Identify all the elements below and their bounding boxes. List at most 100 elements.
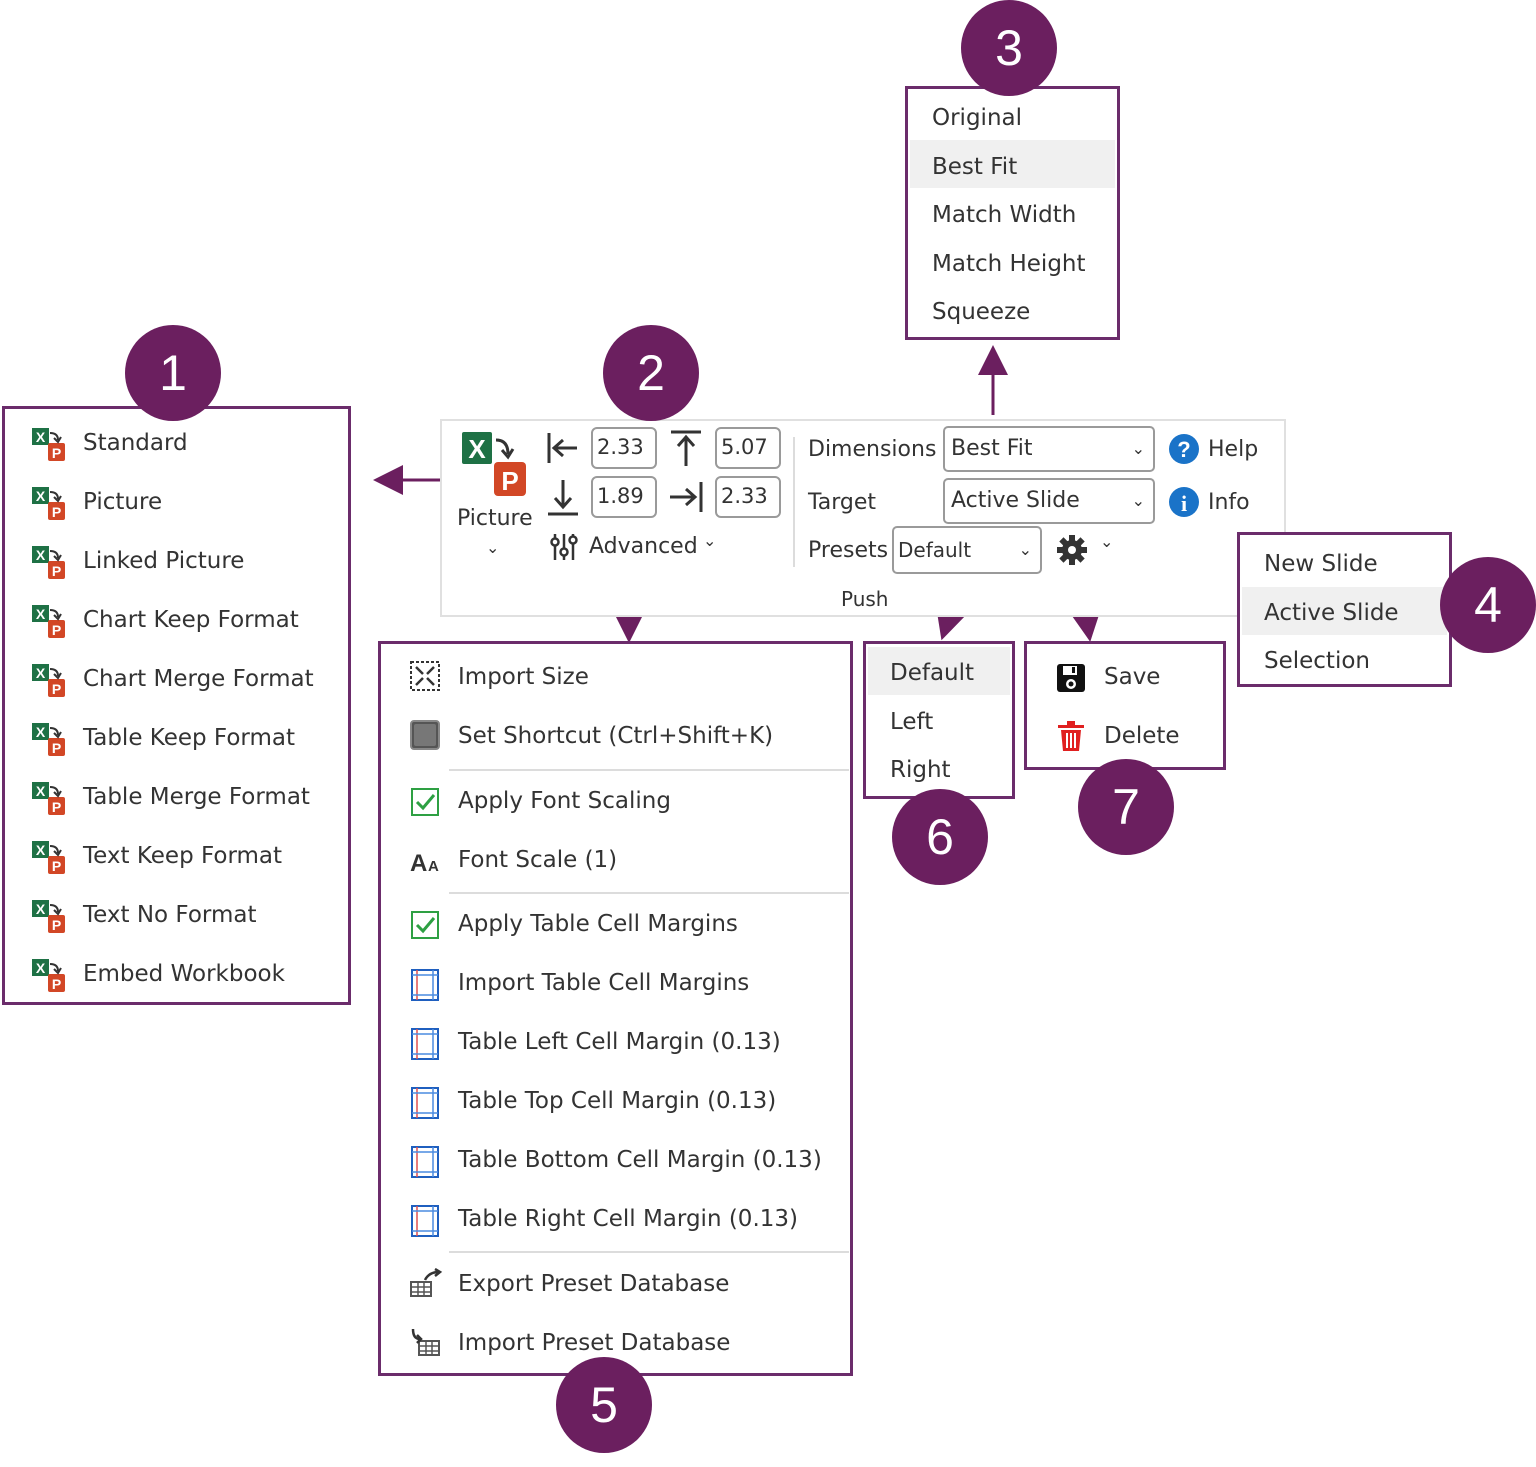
menu-item-label: Linked Picture: [83, 548, 245, 574]
menu-item-label: Table Left Cell Margin (0.13): [458, 1029, 781, 1055]
dimensions-menu: Original Best Fit Match Width Match Heig…: [905, 86, 1120, 340]
left-margin-input[interactable]: 2.33: [591, 427, 657, 469]
checkbox-checked-icon: [410, 787, 440, 817]
chevron-down-icon: ⌄: [1131, 439, 1145, 458]
advanced-menu: Import Size Set Shortcut (Ctrl+Shift+K) …: [378, 641, 853, 1376]
menu-item-label: Apply Table Cell Margins: [458, 911, 738, 937]
excel-to-powerpoint-icon: [31, 781, 66, 816]
menu-item-best-fit[interactable]: Best Fit: [932, 154, 1018, 180]
callout-3: 3: [961, 0, 1057, 96]
excel-to-powerpoint-icon: [31, 545, 66, 580]
chevron-down-icon: ⌄: [1018, 540, 1032, 559]
menu-item-label: Picture: [83, 489, 163, 515]
menu-item-match-width[interactable]: Match Width: [932, 202, 1077, 228]
bottom-margin-input[interactable]: 1.89: [591, 476, 657, 518]
checkbox-checked-icon: [410, 910, 440, 940]
callout-5: 5: [556, 1357, 652, 1453]
menu-item-label: Font Scale (1): [458, 847, 618, 873]
excel-to-powerpoint-icon: X P: [462, 432, 526, 496]
chevron-down-icon: ⌄: [703, 531, 717, 550]
sliders-icon: [550, 534, 578, 560]
left-margin-icon: [547, 433, 577, 463]
delete-icon: [1058, 721, 1084, 751]
svg-text:?: ?: [1177, 437, 1190, 462]
target-menu: New Slide Active Slide Selection: [1237, 532, 1452, 687]
menu-separator: [449, 769, 849, 771]
menu-item-label: Table Right Cell Margin (0.13): [458, 1206, 798, 1232]
presets-label: Presets: [808, 538, 889, 563]
shortcut-icon: [410, 720, 440, 750]
menu-item-label: Export Preset Database: [458, 1271, 730, 1297]
help-label: Help: [1208, 437, 1259, 462]
menu-item-label: Table Keep Format: [83, 725, 295, 751]
menu-item-label: Chart Merge Format: [83, 666, 314, 692]
menu-item-label: Table Merge Format: [83, 784, 310, 810]
excel-to-powerpoint-icon: [31, 663, 66, 698]
menu-item-label: Text Keep Format: [83, 843, 283, 869]
advanced-label: Advanced: [589, 534, 698, 559]
paste-type-menu: Standard Picture Linked Picture Chart Ke…: [2, 406, 351, 1005]
callout-6: 6: [892, 789, 988, 885]
menu-item-new-slide[interactable]: New Slide: [1264, 551, 1378, 577]
target-dropdown[interactable]: Active Slide ⌄: [943, 478, 1155, 524]
info-icon: i: [1169, 487, 1199, 517]
dimensions-label: Dimensions: [808, 437, 937, 462]
menu-item-label: Standard: [83, 430, 188, 456]
target-value: Active Slide: [951, 488, 1080, 513]
menu-item-label: Text No Format: [83, 902, 257, 928]
chevron-down-icon: ⌄: [1131, 491, 1145, 510]
presets-value: Default: [898, 538, 972, 562]
table-margin-icon: [411, 1087, 439, 1119]
menu-item-label: Import Table Cell Margins: [458, 970, 750, 996]
highlight-bar: [868, 647, 1010, 695]
top-margin-input[interactable]: 5.07: [715, 427, 781, 469]
ribbon-divider: [793, 437, 795, 567]
menu-item-active-slide[interactable]: Active Slide: [1264, 600, 1399, 626]
callout-7: 7: [1078, 759, 1174, 855]
help-icon: ?: [1169, 434, 1199, 464]
table-margin-icon: [411, 1205, 439, 1237]
menu-item-default[interactable]: Default: [890, 660, 975, 686]
svg-text:i: i: [1181, 491, 1187, 516]
save-icon: [1057, 664, 1085, 692]
dimensions-dropdown[interactable]: Best Fit ⌄: [943, 426, 1155, 472]
menu-item-label: Delete: [1104, 723, 1180, 749]
svg-text:A: A: [428, 858, 439, 875]
preset-actions-menu: Save Delete: [1024, 641, 1226, 770]
svg-text:X: X: [468, 434, 486, 464]
table-margin-icon: [411, 1028, 439, 1060]
excel-to-powerpoint-icon: [31, 486, 66, 521]
menu-item-right[interactable]: Right: [890, 757, 951, 783]
menu-item-label: Chart Keep Format: [83, 607, 299, 633]
menu-item-label: Import Size: [458, 664, 589, 690]
table-margin-icon: [411, 969, 439, 1001]
chevron-down-icon: ⌄: [486, 538, 500, 557]
highlight-bar: [910, 140, 1115, 188]
font-scale-icon: A A: [410, 850, 439, 876]
presets-dropdown[interactable]: Default ⌄: [892, 526, 1042, 574]
menu-item-squeeze[interactable]: Squeeze: [932, 299, 1031, 325]
menu-item-label: Embed Workbook: [83, 961, 285, 987]
callout-4: 4: [1440, 557, 1536, 653]
menu-item-left[interactable]: Left: [890, 709, 934, 735]
menu-item-label: Table Bottom Cell Margin (0.13): [458, 1147, 822, 1173]
menu-item-original[interactable]: Original: [932, 105, 1023, 131]
right-margin-input[interactable]: 2.33: [715, 476, 781, 518]
table-margin-icon: [411, 1146, 439, 1178]
menu-item-selection[interactable]: Selection: [1264, 648, 1370, 674]
bottom-margin-icon: [548, 480, 578, 516]
menu-item-label: Save: [1104, 664, 1161, 690]
import-database-icon: [411, 1328, 440, 1356]
export-database-icon: [410, 1268, 443, 1297]
menu-item-label: Import Preset Database: [458, 1330, 731, 1356]
target-label: Target: [808, 490, 877, 515]
callout-1: 1: [125, 325, 221, 421]
svg-text:A: A: [410, 850, 427, 876]
menu-item-match-height[interactable]: Match Height: [932, 251, 1086, 277]
excel-to-powerpoint-icon: [31, 722, 66, 757]
menu-item-label: Set Shortcut (Ctrl+Shift+K): [458, 723, 774, 749]
callout-2: 2: [603, 325, 699, 421]
dimensions-value: Best Fit: [951, 436, 1033, 461]
top-margin-icon: [671, 430, 701, 466]
ribbon-group-label: Push: [841, 587, 889, 611]
